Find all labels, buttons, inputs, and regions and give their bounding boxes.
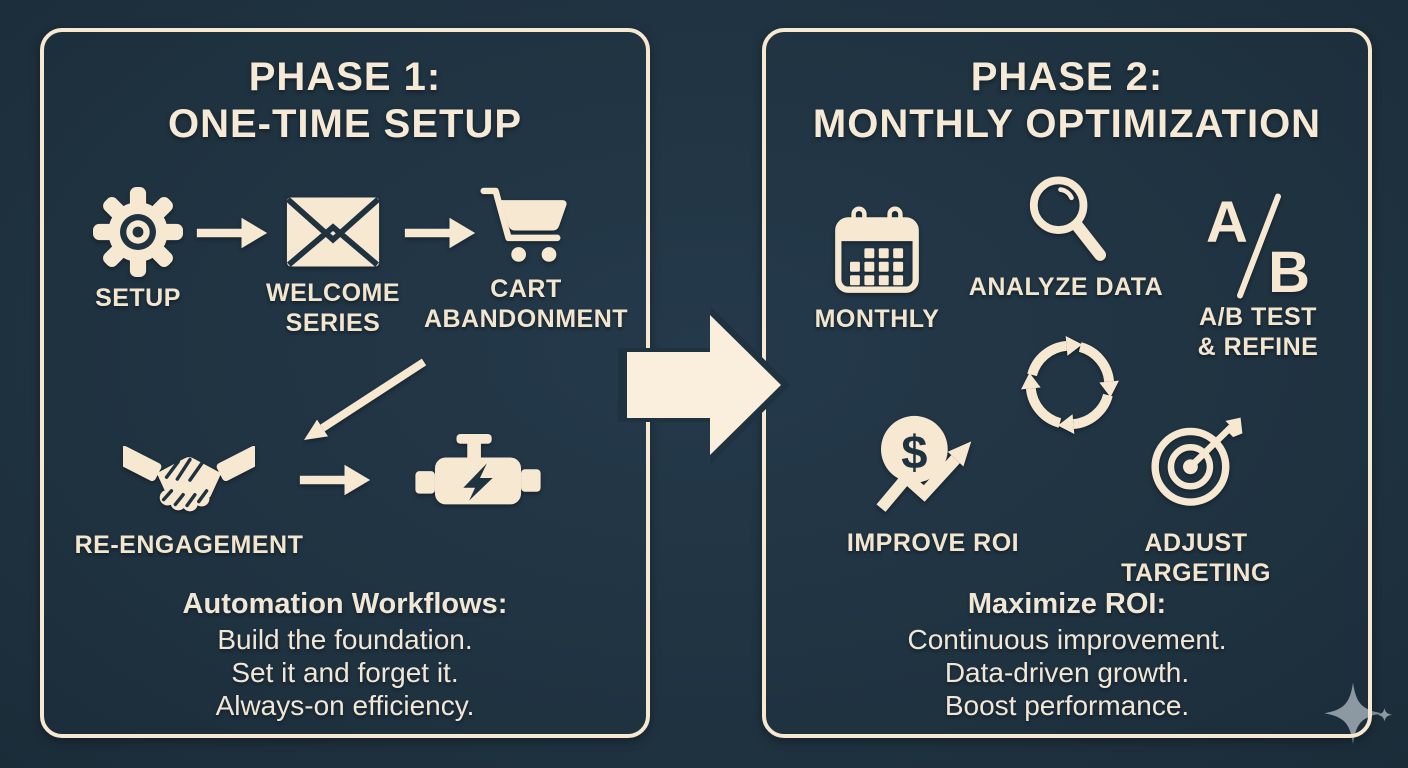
adjust-targeting-label: ADJUST TARGETING (1121, 529, 1271, 587)
engine-icon (413, 434, 543, 524)
magnifier-icon (1020, 172, 1112, 266)
arrow-right-icon (193, 214, 271, 257)
shopping-cart-icon (480, 184, 572, 266)
arrow-down-left-icon (300, 354, 436, 455)
ab-test-label-line1: A/B TEST (1199, 303, 1317, 331)
ab-split-icon: A B (1206, 192, 1310, 302)
phase2-caption-line2: Data-driven growth. (944, 657, 1190, 688)
ab-test-label-line2: & REFINE (1197, 333, 1319, 361)
re-engagement-node: RE-ENGAGEMENT (74, 444, 304, 560)
setup-node: SETUP (68, 187, 208, 313)
welcome-series-label-line1: WELCOME (265, 279, 401, 307)
phase2-title-line1: PHASE 2: (970, 55, 1164, 99)
phase2-title: PHASE 2: MONTHLY OPTIMIZATION (766, 54, 1368, 148)
phase2-caption-heading: Maximize ROI: (967, 588, 1167, 620)
phase1-caption-line1: Build the foundation. (217, 624, 473, 655)
phase1-caption-line2: Set it and forget it. (231, 657, 459, 688)
calendar-icon (832, 206, 922, 296)
phase1-title-line1: PHASE 1: (248, 55, 442, 99)
ab-test-label: A/B TEST & REFINE (1198, 302, 1319, 362)
phase-transition-arrow (617, 306, 791, 464)
phase1-panel: PHASE 1: ONE-TIME SETUP (40, 28, 650, 738)
cycle-arrows-icon (1008, 326, 1132, 449)
cart-abandonment-label: CART ABANDONMENT (424, 274, 628, 334)
phase1-title-line2: ONE-TIME SETUP (167, 102, 523, 146)
ab-letter-b: B (1268, 240, 1310, 305)
dollar-growth-icon: $ (873, 412, 993, 516)
sparkle-icon (1318, 681, 1394, 752)
arrow-right-icon (296, 461, 374, 504)
phase2-caption: Maximize ROI: Continuous improvement. Da… (766, 587, 1368, 722)
phase2-caption-line3: Boost performance. (944, 690, 1190, 721)
cart-abandonment-label-line2: ABANDONMENT (423, 305, 629, 333)
ab-test-node: A B A/B TEST & REFINE (1163, 192, 1353, 362)
adjust-targeting-node: ADJUST TARGETING (1066, 414, 1326, 588)
welcome-series-label-line2: SERIES (285, 309, 381, 337)
envelope-icon (285, 194, 381, 270)
phase2-title-line2: MONTHLY OPTIMIZATION (812, 102, 1322, 146)
gear-icon (93, 187, 183, 277)
automation-engine-node (413, 434, 543, 524)
phase2-panel: PHASE 2: MONTHLY OPTIMIZATION MONTHLY (762, 28, 1372, 738)
improve-roi-label: IMPROVE ROI (846, 529, 1020, 557)
analyze-data-label: ANALYZE DATA (968, 273, 1164, 301)
welcome-series-node: WELCOME SERIES (248, 194, 418, 338)
improve-roi-node: $ IMPROVE ROI (818, 412, 1048, 558)
handshake-icon (123, 444, 255, 524)
phase1-caption-heading: Automation Workflows: (182, 588, 508, 620)
cart-abandonment-node: CART ABANDONMENT (424, 184, 628, 334)
monthly-node: MONTHLY (792, 206, 962, 334)
re-engagement-label: RE-ENGAGEMENT (74, 531, 304, 559)
analyze-data-node: ANALYZE DATA (956, 172, 1176, 302)
phase1-caption: Automation Workflows: Build the foundati… (44, 587, 646, 722)
big-right-arrow-icon (627, 315, 781, 455)
target-arrow-icon (1144, 414, 1248, 514)
arrow-right-icon (401, 214, 479, 257)
ab-letter-a: A (1206, 190, 1248, 255)
cart-abandonment-label-line1: CART (490, 275, 562, 303)
phase2-caption-line1: Continuous improvement. (907, 624, 1227, 655)
setup-label: SETUP (95, 284, 181, 312)
welcome-series-label: WELCOME SERIES (266, 278, 400, 338)
phase1-title: PHASE 1: ONE-TIME SETUP (44, 54, 646, 148)
phase1-caption-line3: Always-on efficiency. (215, 690, 475, 721)
monthly-label: MONTHLY (814, 305, 940, 333)
